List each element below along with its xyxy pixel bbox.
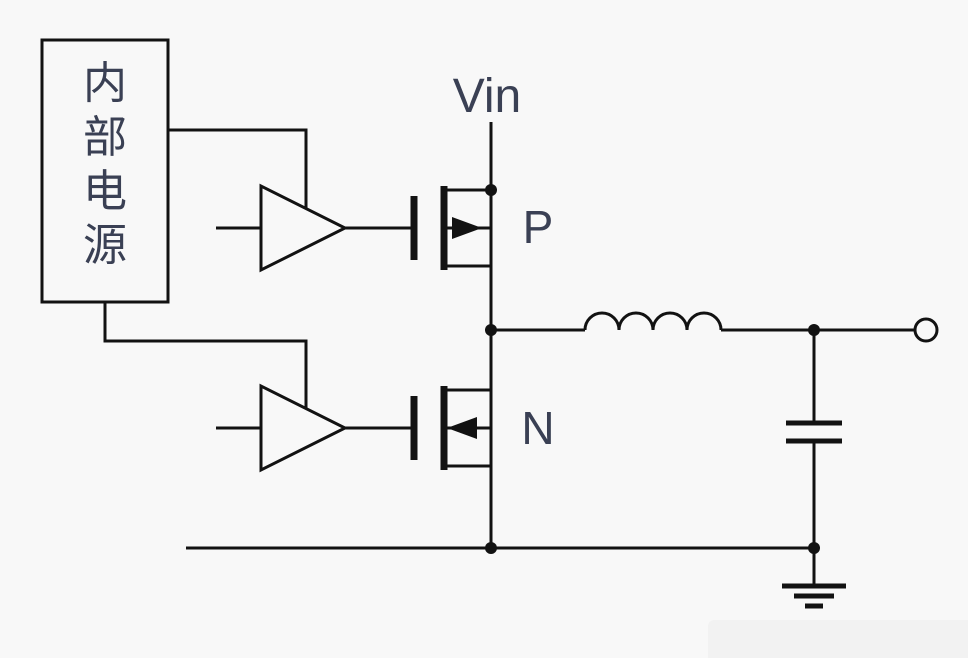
junction-dot-switch-node <box>485 324 497 336</box>
pmos-arrow <box>452 217 482 239</box>
junction-dot-output-node <box>808 324 820 336</box>
inductor-coil <box>583 311 723 331</box>
vin-label: Vin <box>453 70 522 123</box>
power-supply-label-char-2: 部 <box>83 113 127 162</box>
bottom-driver-triangle <box>259 383 349 473</box>
wire-supply-to-bottom-driver <box>103 302 308 408</box>
watermark-smudge <box>708 620 968 658</box>
junction-dot-cap-ground <box>808 542 820 554</box>
wire-supply-to-top-driver <box>168 128 308 208</box>
nmos-arrow <box>447 417 477 439</box>
bottom-gate-driver <box>216 383 412 473</box>
ground-symbol <box>782 548 846 609</box>
junction-dot-vin-source <box>485 184 497 196</box>
top-gate-driver <box>216 183 412 273</box>
output-terminal <box>913 317 939 343</box>
nmos-label: N <box>521 402 554 454</box>
nmos-transistor: N <box>410 386 555 470</box>
power-supply-label-char-3: 电 <box>83 167 127 216</box>
output-capacitor <box>786 330 842 548</box>
inductor <box>583 311 723 331</box>
pmos-transistor: P <box>410 186 554 270</box>
power-supply-box: 内 部 电 源 <box>40 38 170 304</box>
power-supply-label-char-1: 内 <box>83 59 127 108</box>
top-driver-triangle <box>259 183 349 273</box>
junction-dot-nmos-ground <box>485 542 497 554</box>
pmos-label: P <box>523 201 554 253</box>
power-supply-label-char-4: 源 <box>83 221 127 270</box>
